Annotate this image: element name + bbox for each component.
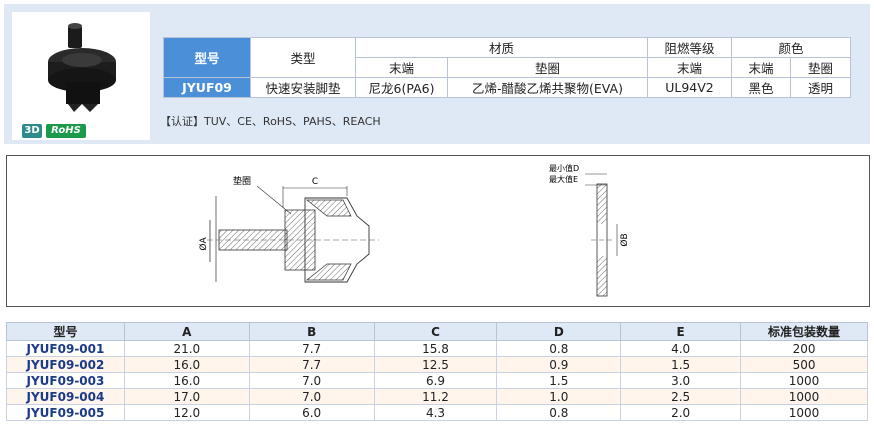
table-row: JYUF09-004 17.0 7.0 11.2 1.0 2.5 1000: [6, 388, 868, 405]
e-cell: 2.5: [620, 388, 742, 405]
table-row: JYUF09-001 21.0 7.7 15.8 0.8 4.0 200: [6, 340, 868, 357]
c-cell: 11.2: [373, 388, 498, 405]
d-cell: 0.8: [496, 404, 622, 421]
3d-badge: 3D: [22, 124, 42, 138]
dim-b-label: ØB: [619, 233, 630, 246]
c-cell: 4.3: [373, 404, 498, 421]
package-cell: 1000: [740, 404, 868, 421]
d-cell: 1.5: [496, 372, 622, 389]
table-row: JYUF09-003 16.0 7.0 6.9 1.5 3.0 1000: [6, 372, 868, 389]
dim-header-e: E: [620, 322, 742, 341]
certification-text: 【认证】TUV、CE、RoHS、PAHS、REACH: [160, 115, 381, 128]
spec-end-material-value: 尼龙6(PA6): [355, 77, 448, 98]
dim-c-label: C: [312, 177, 318, 187]
dim-header-model: 型号: [6, 322, 125, 341]
b-cell: 7.7: [248, 340, 375, 357]
d-cell: 0.8: [496, 340, 622, 357]
spec-type-value: 快速安装脚垫: [250, 77, 356, 98]
spec-model-header: 型号: [163, 37, 251, 78]
dimension-table: 型号 A B C D E 标准包装数量 JYUF09-001 21.0 7.7 …: [6, 322, 868, 421]
spec-model-value: JYUF09: [163, 77, 251, 98]
model-cell: JYUF09-001: [6, 340, 125, 357]
technical-drawing: ØA C 垫圈 ØB 最小值D 最大值E: [198, 163, 630, 297]
spec-material-header: 材质: [355, 37, 648, 58]
model-cell: JYUF09-004: [6, 388, 125, 405]
technical-drawing-panel: ØA C 垫圈 ØB 最小值D 最大值E: [6, 155, 870, 307]
package-cell: 200: [740, 340, 868, 357]
spec-flame-header: 阻燃等级: [647, 37, 732, 58]
gasket-callout: 垫圈: [233, 175, 251, 187]
model-cell: JYUF09-003: [6, 372, 125, 389]
dim-header-a: A: [123, 322, 250, 341]
spec-color-end-value: 黑色: [731, 77, 791, 98]
a-cell: 16.0: [123, 372, 250, 389]
spec-color-gasket-label: 垫圈: [790, 57, 851, 78]
spec-material-gasket-label: 垫圈: [447, 57, 648, 78]
foot-body: [304, 197, 370, 283]
e-cell: 1.5: [620, 356, 742, 373]
dim-header-d: D: [496, 322, 622, 341]
dim-table-header: 型号 A B C D E 标准包装数量: [6, 322, 868, 341]
b-cell: 6.0: [248, 404, 375, 421]
spec-color-gasket-value: 透明: [790, 77, 851, 98]
dim-header-package: 标准包装数量: [740, 322, 868, 341]
spec-flame-end-label: 末端: [647, 57, 732, 78]
spec-type-header: 类型: [250, 37, 356, 78]
c-cell: 15.8: [373, 340, 498, 357]
package-cell: 1000: [740, 388, 868, 405]
table-row: JYUF09-002 16.0 7.7 12.5 0.9 1.5 500: [6, 356, 868, 373]
b-cell: 7.0: [248, 388, 375, 405]
product-photo: 3D RoHS: [12, 12, 150, 140]
spec-flame-value: UL94V2: [647, 77, 732, 98]
max-e-label: 最大值E: [549, 174, 578, 184]
a-cell: 21.0: [123, 340, 250, 357]
b-cell: 7.0: [248, 372, 375, 389]
c-cell: 12.5: [373, 356, 498, 373]
min-d-label: 最小值D: [549, 163, 579, 173]
rohs-badge: RoHS: [46, 124, 86, 138]
foot-pad-image: [48, 23, 116, 112]
e-cell: 3.0: [620, 372, 742, 389]
table-row: JYUF09-005 12.0 6.0 4.3 0.8 2.0 1000: [6, 404, 868, 421]
e-cell: 2.0: [620, 404, 742, 421]
dim-header-c: C: [373, 322, 498, 341]
d-cell: 0.9: [496, 356, 622, 373]
e-cell: 4.0: [620, 340, 742, 357]
d-cell: 1.0: [496, 388, 622, 405]
model-cell: JYUF09-002: [6, 356, 125, 373]
spec-color-header: 颜色: [731, 37, 851, 58]
dim-a-label: ØA: [198, 237, 209, 251]
a-cell: 17.0: [123, 388, 250, 405]
spec-table: 型号 类型 材质 阻燃等级 颜色 末端 垫圈 末端 末端 垫圈 JYUF09 快…: [163, 37, 851, 98]
spec-color-end-label: 末端: [731, 57, 791, 78]
a-cell: 12.0: [123, 404, 250, 421]
model-cell: JYUF09-005: [6, 404, 125, 421]
package-cell: 500: [740, 356, 868, 373]
c-cell: 6.9: [373, 372, 498, 389]
b-cell: 7.7: [248, 356, 375, 373]
spec-material-end-label: 末端: [355, 57, 448, 78]
dim-header-b: B: [248, 322, 375, 341]
spec-gasket-material-value: 乙烯-醋酸乙烯共聚物(EVA): [447, 77, 648, 98]
package-cell: 1000: [740, 372, 868, 389]
a-cell: 16.0: [123, 356, 250, 373]
